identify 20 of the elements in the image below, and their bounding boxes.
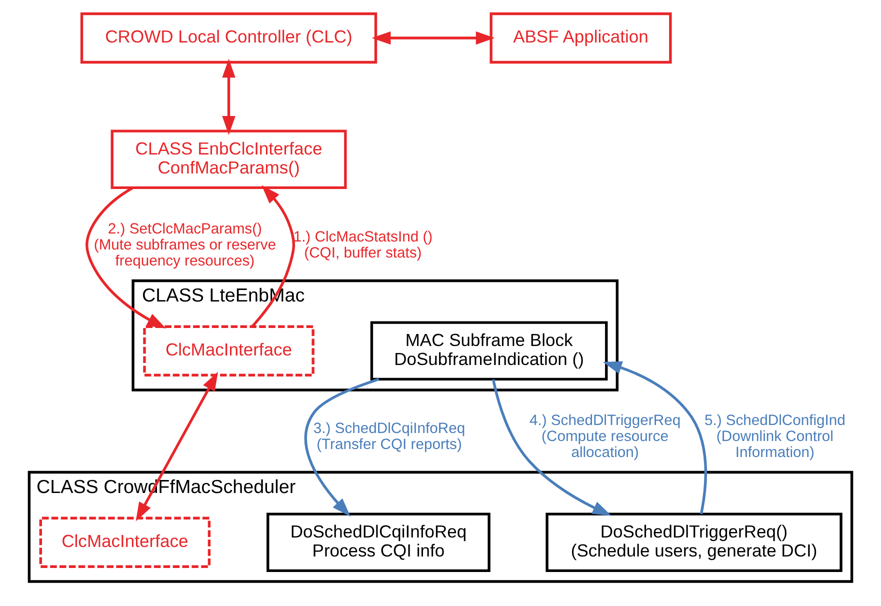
node-box: MAC Subframe Block DoSubframeIndication (): [370, 321, 608, 381]
arrow: [304, 378, 380, 517]
arrow: [136, 372, 218, 522]
edge-label: 4.) SchedDlTriggerReq (Compute resource allocation): [529, 412, 681, 462]
node-box: DoSchedDlTriggerReq() (Schedule users, generate DCI): [546, 512, 842, 572]
node-box: CROWD Local Controller (CLC): [80, 12, 378, 64]
node-box: DoSchedDlCqiInfoReq Process CQI info: [266, 512, 490, 572]
node-box: ClcMacInterface: [39, 516, 211, 568]
edge-label: 5.) SchedDlConfigInd (Downlink Control Information): [704, 412, 846, 462]
arrow: [222, 58, 236, 135]
arrow: [602, 361, 708, 514]
edge-label: 3.) SchedDlCqiInfoReq (Transfer CQI reports): [313, 420, 466, 454]
edge-label: 1.) ClcMacStatsInd () (CQI, buffer stats): [293, 229, 433, 262]
node-box: CLASS EnbClcInterface ConfMacParams(): [110, 130, 347, 190]
arrow: [86, 186, 166, 328]
edge-label: 2.) SetClcMacParams() (Mute subframes or reserve frequency resources): [94, 221, 276, 270]
node-box: ABSF Application: [490, 12, 672, 64]
node-box: ClcMacInterface: [143, 325, 314, 376]
arrow: [251, 185, 296, 328]
arrow: [372, 31, 495, 45]
